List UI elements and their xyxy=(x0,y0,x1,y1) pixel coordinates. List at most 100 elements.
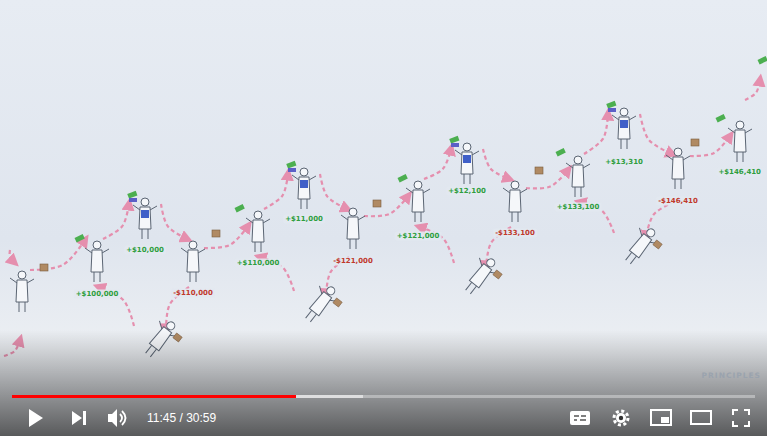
card-icon xyxy=(129,198,137,202)
card-icon xyxy=(608,108,616,112)
person-body xyxy=(672,157,684,179)
person xyxy=(246,211,270,252)
person-body xyxy=(734,130,746,152)
credit-arrow xyxy=(264,174,288,209)
person-limbs xyxy=(666,155,690,189)
credit-arrow xyxy=(526,170,568,188)
person-body xyxy=(252,220,264,242)
person xyxy=(728,121,752,162)
credit-arrow xyxy=(10,250,14,262)
box-icon xyxy=(493,270,502,279)
money-amount: +$13,310 xyxy=(603,158,645,167)
money-amount: -$146,410 xyxy=(656,197,700,206)
person-head xyxy=(93,241,101,249)
box-icon xyxy=(535,167,543,174)
cash-icon xyxy=(235,204,245,212)
person-body xyxy=(509,190,521,212)
cash-icon xyxy=(556,148,566,156)
money-amount: +$12,100 xyxy=(446,187,488,196)
person xyxy=(449,136,479,184)
person-limbs xyxy=(85,248,109,282)
credit-arrow xyxy=(424,149,451,179)
person-head xyxy=(189,241,197,249)
money-amount: +$10,000 xyxy=(124,246,166,255)
cash-icon xyxy=(716,114,726,122)
person-limbs xyxy=(133,205,157,239)
box-icon xyxy=(40,264,48,271)
person xyxy=(85,241,109,282)
money-amount: +$110,000 xyxy=(235,259,282,268)
person-head xyxy=(325,285,336,296)
miniplayer-icon xyxy=(651,410,671,425)
settings-hole xyxy=(619,416,623,420)
settings-icon xyxy=(616,413,626,423)
person xyxy=(406,181,430,222)
person-limbs xyxy=(459,258,499,300)
money-amount: -$110,000 xyxy=(171,289,215,298)
person-body xyxy=(298,177,310,199)
person xyxy=(606,101,636,149)
money-amount: -$121,000 xyxy=(331,257,375,266)
box-icon xyxy=(653,240,662,249)
person-limbs xyxy=(181,248,205,282)
credit-arrow xyxy=(584,114,608,154)
captions-lines xyxy=(574,416,586,420)
credit-arrow xyxy=(483,149,509,179)
miniplayer-inset xyxy=(661,417,669,423)
person-head xyxy=(18,271,26,279)
credit-arrow xyxy=(745,80,760,100)
watermark: PRINCIPLES xyxy=(700,371,763,381)
badge xyxy=(141,210,149,218)
theater-icon xyxy=(691,411,711,424)
cash-icon xyxy=(758,56,767,64)
person-body xyxy=(187,250,199,272)
money-amount: +$146,410 xyxy=(716,168,763,177)
cash-icon xyxy=(75,234,85,242)
person xyxy=(566,156,590,197)
person-body xyxy=(139,207,151,229)
credit-arrow xyxy=(320,174,347,209)
next-icon xyxy=(72,411,86,425)
progress-buffer xyxy=(12,395,363,398)
money-amount: -$133,100 xyxy=(493,229,537,238)
bending-person xyxy=(299,280,346,330)
fullscreen-icon xyxy=(733,410,749,426)
person-limbs xyxy=(406,188,430,222)
badge xyxy=(463,155,471,163)
person-limbs xyxy=(728,128,752,162)
person-limbs xyxy=(246,218,270,252)
person-body xyxy=(347,217,359,239)
person-head xyxy=(349,208,357,216)
money-amount: +$100,000 xyxy=(74,290,121,299)
person xyxy=(286,161,316,209)
person-head xyxy=(736,121,744,129)
person xyxy=(503,181,527,222)
credit-arrow xyxy=(161,204,187,239)
person xyxy=(127,191,157,239)
person-head xyxy=(254,211,262,219)
cash-icon xyxy=(449,136,459,144)
box-icon xyxy=(691,139,699,146)
bending-person xyxy=(459,252,506,302)
box-icon xyxy=(212,230,220,237)
progress-track xyxy=(12,395,755,398)
person xyxy=(341,208,365,249)
play-icon xyxy=(29,409,43,427)
person-body xyxy=(461,152,473,174)
person-limbs xyxy=(341,215,365,249)
credit-arrow xyxy=(364,196,408,216)
person-limbs xyxy=(503,188,527,222)
credit-arrow xyxy=(30,240,85,270)
cash-icon xyxy=(286,161,296,169)
person-head xyxy=(645,227,656,238)
person-head xyxy=(463,143,471,151)
person-limbs xyxy=(612,115,636,149)
person-head xyxy=(165,320,176,331)
person-limbs xyxy=(292,175,316,209)
person-head xyxy=(141,198,149,206)
person-body xyxy=(572,165,584,187)
people xyxy=(10,56,767,365)
person-limbs xyxy=(455,150,479,184)
person-head xyxy=(574,156,582,164)
